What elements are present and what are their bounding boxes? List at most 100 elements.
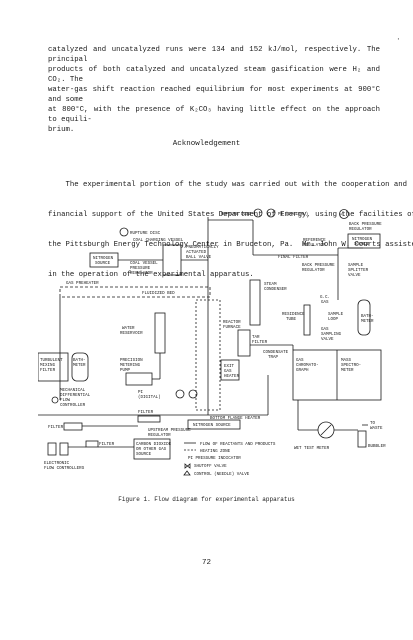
diagram-label: BATH- — [361, 315, 374, 319]
diagram-label: NITROGEN — [352, 238, 373, 242]
legend-item: PI PRESSURE INDICATOR — [188, 457, 241, 461]
diagram-label: ACTUATED — [186, 251, 207, 255]
text-line: products of both catalyzed and uncatalyz… — [48, 66, 380, 84]
needle-valve-icon — [183, 470, 191, 476]
diagram-label: LOOP — [328, 318, 339, 322]
diagram-label: METER — [73, 364, 86, 368]
diagram-label: FLOW — [60, 399, 71, 403]
diagram-label: EXIT — [224, 365, 235, 369]
diagram-label: WATER — [122, 327, 135, 331]
diagram-label: REACTOR — [223, 321, 241, 325]
heating-zone — [59, 286, 211, 298]
diagram-label: SAMPLE — [328, 313, 344, 317]
diagram-label: MASS — [341, 359, 352, 363]
bath-meter — [357, 299, 371, 336]
diagram-label: FLUIDIZED BED — [142, 292, 175, 296]
diagram-label: GRAPH — [296, 369, 309, 373]
diagram-label: STEAM — [264, 283, 277, 287]
filter-box — [137, 415, 161, 423]
diagram-label: BACK PRESSURE — [302, 264, 335, 268]
diagram-label: WET TEST METER — [294, 447, 330, 451]
diagram-label: SAMPLE — [348, 264, 364, 268]
diagram-label: WASTE — [370, 427, 383, 431]
pressure-indicator-icon — [266, 208, 276, 218]
text-line: at 800°C, with the presence of K₂CO₃ hav… — [48, 106, 380, 124]
legend-item: FLOW OF REACTANTS AND PRODUCTS — [200, 443, 276, 447]
legend-item: CONTROL (NEEDLE) VALVE — [194, 472, 250, 477]
diagram-label: CONDENSATE — [263, 351, 289, 355]
diagram-label: (DIGITAL) — [138, 395, 161, 400]
diagram-label: BALL VALVE — [186, 256, 212, 260]
diagram-label: PRECISION — [120, 359, 143, 363]
diagram-label: REFERENCE — [303, 239, 326, 243]
residence-tube — [303, 304, 311, 336]
diagram-label: SPECTRO- — [341, 364, 361, 368]
diagram-label: HEATER — [224, 375, 240, 379]
diagram-label: BATH- — [73, 359, 86, 363]
diagram-label: GAS — [296, 359, 304, 363]
precision-pump — [125, 372, 153, 386]
pressure-indicator-icon — [253, 208, 263, 218]
reactor-furnace — [195, 299, 221, 411]
diagram-label: REGULATOR — [130, 272, 153, 276]
text-line: catalyzed and uncatalyzed runs were 134 … — [48, 46, 380, 64]
page-number: 72 — [201, 559, 211, 567]
diagram-label: BACK PRESSURE — [349, 223, 382, 227]
diagram-label: SPLITTER — [348, 269, 369, 273]
diagram-label: METERING — [120, 364, 141, 368]
pressure-indicator-icon — [339, 209, 349, 219]
tar-filter — [237, 329, 251, 357]
diagram-label: TUBE — [286, 318, 297, 322]
diagram-label: REGULATOR — [349, 228, 372, 232]
diagram-label: SOURCE — [95, 262, 111, 266]
diagram-label: CHROMATO- — [296, 364, 319, 368]
exit-gas-heater — [220, 359, 240, 381]
diagram-label: FILTER — [99, 443, 115, 447]
bubbler — [357, 430, 367, 448]
legend-item: SHUTOFF VALVE — [194, 465, 227, 469]
diagram-label: VALVE — [321, 338, 334, 342]
diagram-label: BUBBLER — [368, 445, 386, 449]
diagram-label: PNEUMATICALLY — [186, 246, 219, 250]
diagram-label: TO — [370, 422, 376, 426]
flow-diagram: RUPTURE DISC PI (DIGITAL) PI BACK PRESSU… — [38, 208, 386, 477]
figure-caption: Figure 1. Flow diagram for experimental … — [118, 496, 295, 503]
diagram-label: TURBULENT — [40, 359, 63, 363]
diagram-label: METER — [361, 320, 374, 324]
diagram-label: FILTER — [40, 369, 56, 373]
diagram-label: FILTER — [138, 411, 154, 415]
diagram-label: FILTER — [48, 426, 64, 430]
diagram-label: PUMP — [120, 369, 131, 373]
steam-condenser — [249, 279, 261, 326]
diagram-label: NITROGEN SOURCE — [193, 424, 231, 428]
filter-box — [85, 440, 99, 448]
diagram-label: FILTER — [252, 341, 268, 345]
diagram-label: CONTROLLER — [60, 404, 86, 408]
flow-controller — [47, 442, 57, 456]
water-reservoir — [154, 312, 166, 354]
diagram-label: MIXING — [40, 364, 56, 368]
diagram-label: SOURCE — [354, 243, 370, 247]
nitrogen-source-box — [187, 419, 241, 430]
diagram-label: TRAP — [268, 356, 279, 360]
diagram-label: PI — [138, 391, 144, 395]
legend-item: HEATING ZONE — [200, 450, 231, 454]
bath-meter — [71, 352, 89, 382]
diagram-label: GAS — [321, 328, 329, 332]
valve-icon — [51, 396, 59, 404]
diagram-label: METER — [341, 369, 354, 373]
diagram-label: CARBON DIOXIDE — [136, 443, 172, 447]
diagram-label: RESIDENCE — [282, 313, 305, 317]
diagram-label: DIFFERENTIAL — [60, 394, 91, 398]
diagram-label: REGULATOR — [302, 269, 325, 273]
margin-mark: · — [396, 35, 401, 44]
diagram-label: UPSTREAM PRESSURE — [148, 429, 191, 433]
diagram-label: CONDENSER — [264, 288, 287, 292]
diagram-label: FURNACE — [223, 326, 241, 330]
carbon-dioxide-source — [133, 438, 171, 460]
diagram-label: REGULATOR — [148, 434, 171, 438]
flow-controller — [59, 442, 69, 456]
diagram-label: GAS — [321, 301, 329, 305]
diagram-label: BOTTOM FLANGE HEATER — [210, 417, 261, 421]
